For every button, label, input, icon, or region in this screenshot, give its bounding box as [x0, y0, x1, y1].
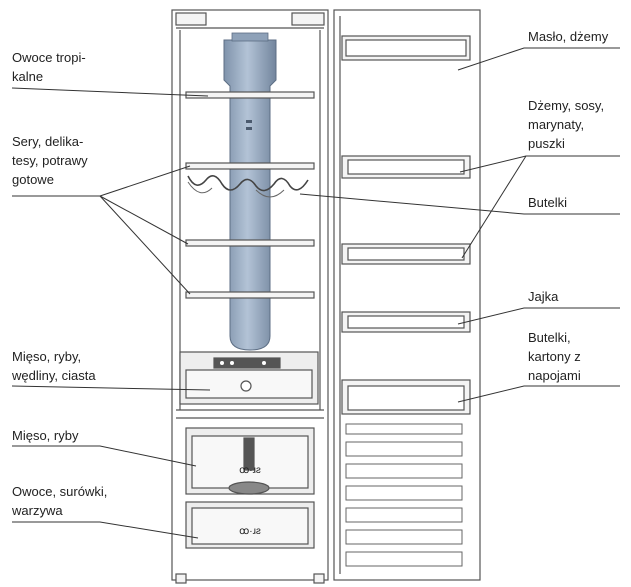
humidity-control — [243, 437, 255, 471]
leader-cheese-3 — [99, 195, 191, 295]
door-shelves — [341, 35, 471, 415]
label-deli: Mięso, ryby, wędliny, ciasta — [11, 349, 96, 383]
drawer-knob — [240, 380, 252, 392]
leader-cheese-2 — [99, 195, 189, 245]
leader-eggs — [457, 307, 620, 325]
leader-bottles-cartons — [457, 385, 620, 403]
top-panel-right — [291, 12, 325, 26]
drawer-mark-2: ꝏ·ɹƨ — [239, 526, 261, 537]
label-meat: Mięso, ryby — [12, 428, 79, 443]
shelf-2 — [185, 162, 315, 170]
label-eggs: Jajka — [528, 289, 559, 304]
meat-drawer: ꝏ·ɹƨ — [185, 427, 315, 495]
leader-lines — [11, 47, 620, 539]
door-outline — [333, 9, 481, 581]
label-tropical: Owoce tropi- kalne — [12, 50, 89, 84]
label-jams: Dżemy, sosy, marynaty, puszki — [528, 98, 608, 151]
shelf-1 — [185, 91, 315, 99]
leader-jams-2 — [461, 155, 527, 259]
glass-shelves — [185, 91, 315, 299]
door-lower-panels — [345, 423, 463, 567]
leader-deli — [11, 385, 211, 391]
leader-jams — [459, 155, 620, 173]
leader-meat — [12, 445, 197, 467]
label-bottles-cartons: Butelki, kartony z napojami — [528, 330, 584, 383]
labels-right: Masło, dżemy Dżemy, sosy, marynaty, pusz… — [528, 29, 609, 383]
drawer-mark-1: ꝏ·ɹƨ — [239, 465, 261, 476]
labels-left: Owoce tropi- kalne Sery, delika- tesy, p… — [11, 50, 111, 518]
foot-right — [313, 573, 325, 584]
drawer-control-panel — [213, 357, 281, 369]
deli-drawer — [179, 351, 319, 405]
leader-butter — [457, 47, 620, 71]
label-fruit: Owoce, surówki, warzywa — [11, 484, 111, 518]
air-column — [223, 32, 277, 351]
shelf-3 — [185, 239, 315, 247]
leader-fruit — [12, 521, 199, 539]
fridge-door — [333, 9, 481, 581]
leader-cheese-1 — [99, 165, 191, 197]
leader-bottles — [299, 193, 620, 215]
leader-tropical — [11, 87, 209, 97]
label-bottles: Butelki — [528, 195, 567, 210]
label-butter: Masło, dżemy — [528, 29, 609, 44]
top-panel-left — [175, 12, 207, 26]
fruit-drawer: ꝏ·ɹƨ — [185, 501, 315, 549]
bottle-rack — [187, 175, 309, 192]
shelf-4 — [185, 291, 315, 299]
label-cheese: Sery, delika- tesy, potrawy gotowe — [12, 134, 91, 187]
foot-left — [175, 573, 187, 584]
